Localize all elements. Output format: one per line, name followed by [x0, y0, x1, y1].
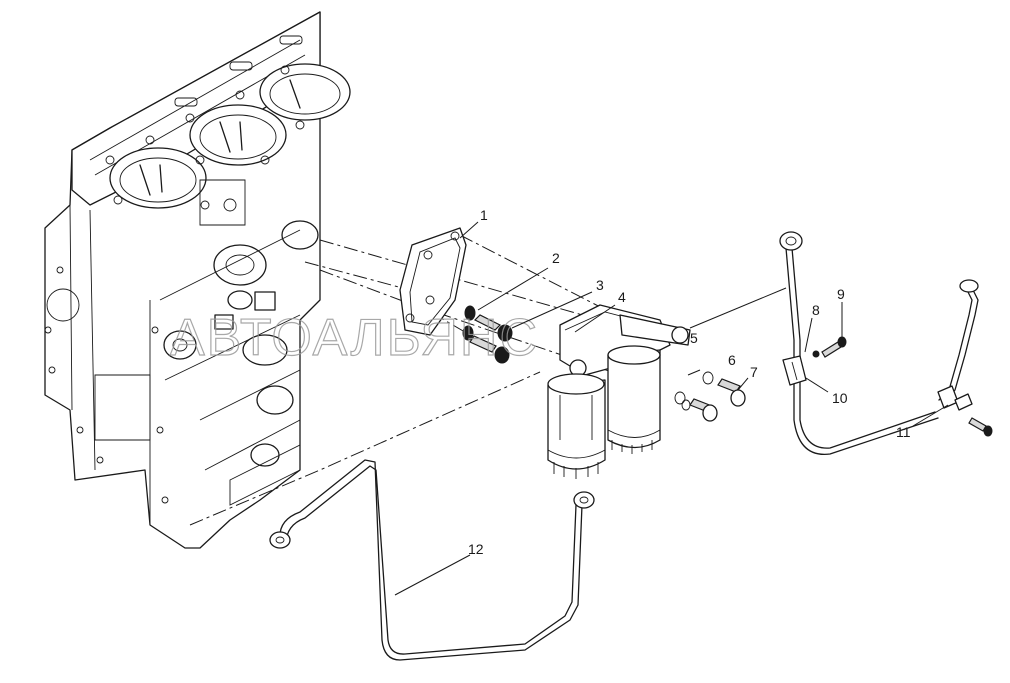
pipe-clamp	[782, 336, 847, 386]
leader-3	[511, 291, 593, 329]
leader-2	[477, 267, 549, 311]
leader-6	[687, 369, 701, 376]
callout-8: 8	[812, 302, 820, 318]
callout-5: 5	[690, 330, 698, 346]
fuel-line-5	[779, 231, 939, 455]
callout-1: 1	[480, 207, 488, 223]
callout-12: 12	[468, 541, 484, 557]
fuel-line-12	[269, 459, 595, 661]
engine-block	[44, 11, 351, 549]
leader-8	[804, 317, 813, 353]
callout-6: 6	[728, 352, 736, 368]
callout-labels: 1 2 3 4 5 6 7 8 9 10 11 12	[468, 207, 911, 557]
callout-7: 7	[750, 364, 758, 380]
leader-4	[574, 304, 616, 333]
leader-12	[394, 554, 471, 596]
fuel-line-11	[937, 279, 993, 437]
callout-leaders	[394, 221, 949, 596]
leader-11	[912, 404, 949, 427]
leader-1	[459, 221, 479, 239]
leader-10	[805, 377, 829, 393]
callout-2: 2	[552, 250, 560, 266]
callout-9: 9	[837, 286, 845, 302]
leader-5	[689, 287, 787, 329]
deck-bolt-holes	[105, 35, 305, 210]
callout-4: 4	[618, 289, 626, 305]
cylinder-bores	[109, 63, 351, 209]
fuel-filter-assembly	[547, 304, 691, 479]
callout-10: 10	[832, 390, 848, 406]
gasket-plate	[399, 227, 467, 336]
watermark-text: АВТОАЛЬЯНС	[170, 309, 539, 367]
leader-7	[737, 377, 749, 391]
callout-3: 3	[596, 277, 604, 293]
mounting-bolts	[462, 305, 513, 364]
block-side-features	[94, 179, 319, 506]
callout-11: 11	[896, 424, 911, 440]
filter-bolts	[674, 371, 746, 422]
